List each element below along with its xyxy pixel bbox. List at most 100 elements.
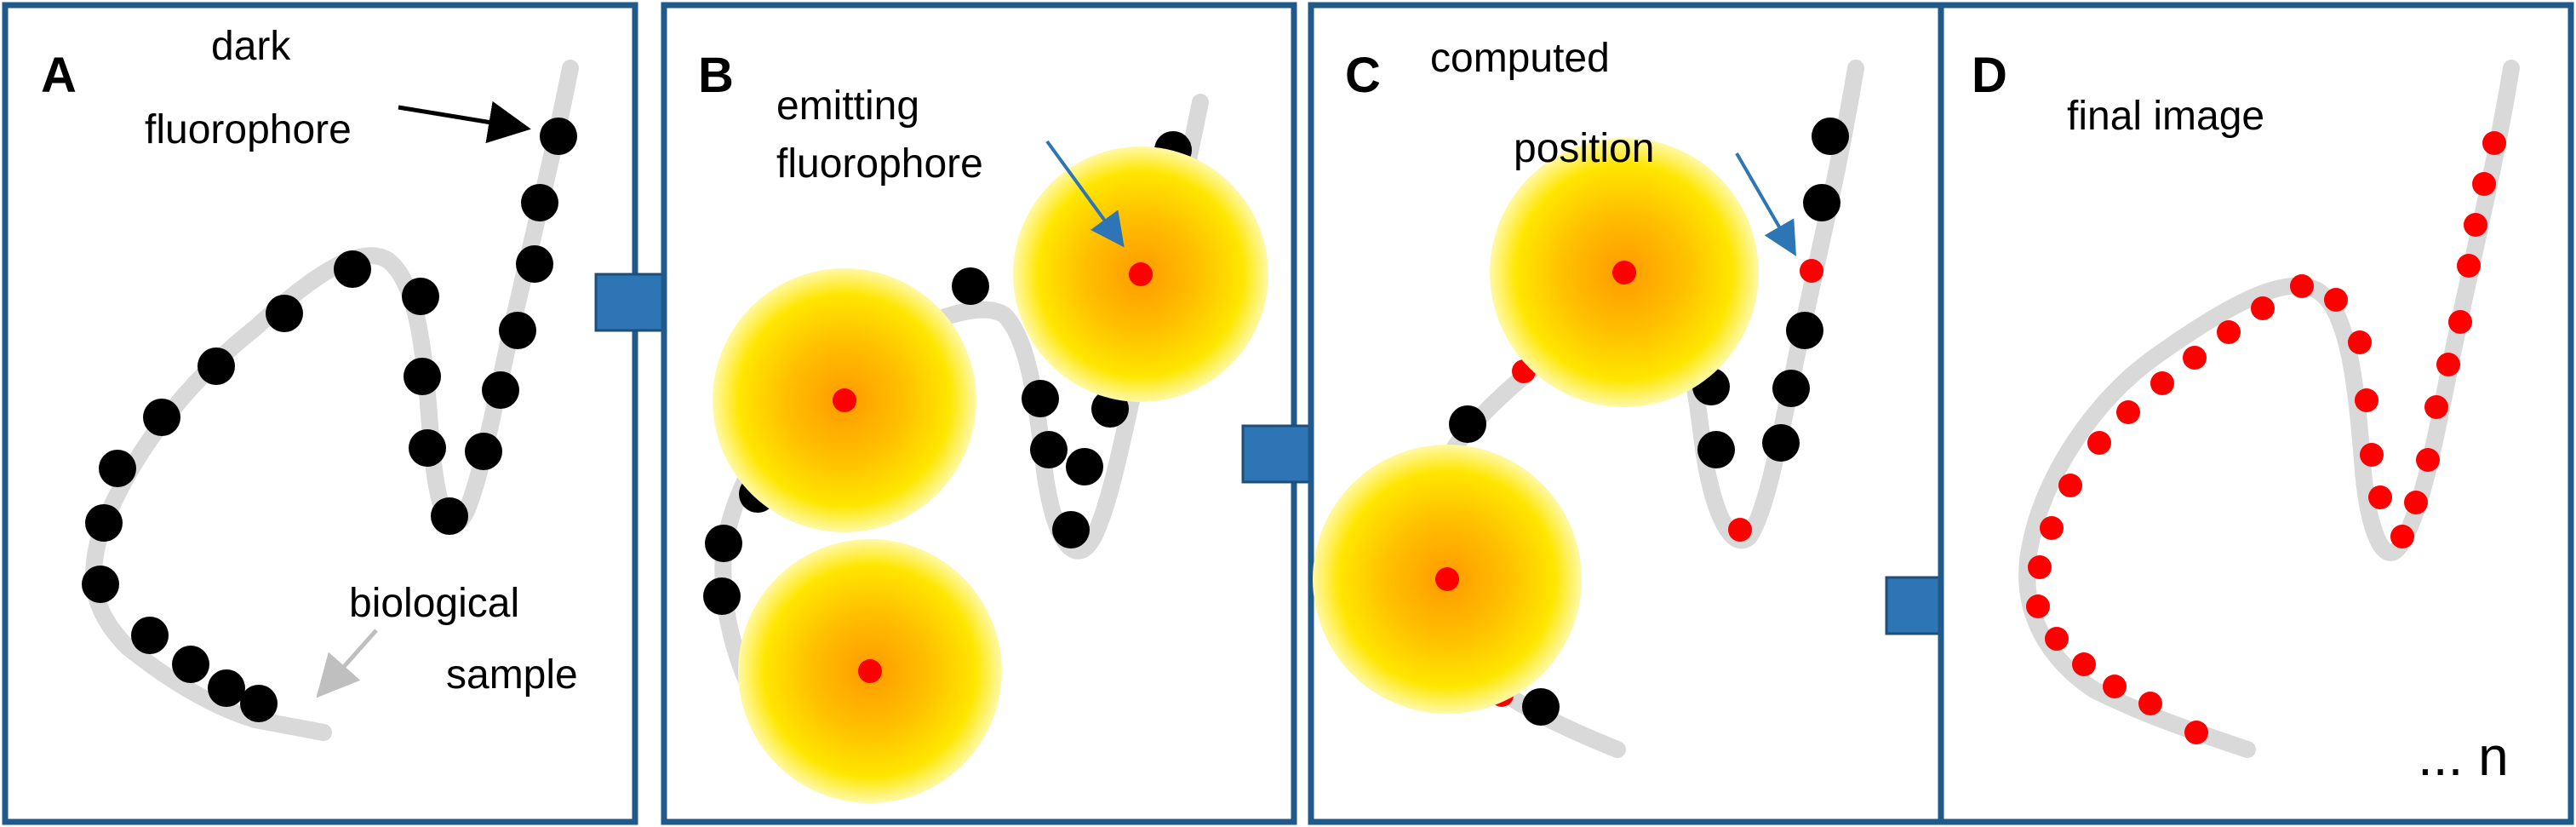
emitting-fluorophore-center [833, 388, 856, 412]
dark-fluorophore [143, 399, 180, 436]
panel-b: B emitting fluorophore [661, 2, 1297, 825]
computed-position [2448, 310, 2472, 334]
dark-fluorophore [1812, 118, 1849, 155]
computed-position [2324, 288, 2348, 312]
dark-fluorophore [409, 429, 446, 467]
annotation-position: position [1514, 126, 1654, 171]
computed-position [2390, 525, 2414, 548]
computed-position [2217, 320, 2241, 344]
dark-fluorophore [482, 371, 519, 409]
emitting-fluorophore-center [858, 659, 882, 683]
dark-fluorophore [172, 646, 209, 683]
computed-position [1728, 518, 1752, 542]
dark-fluorophore [1052, 511, 1090, 548]
emitting-fluorophore-glow [1490, 138, 1759, 407]
dark-fluorophore [334, 250, 371, 288]
dark-fluorophore [402, 278, 439, 315]
biological-sample-curve [2018, 60, 2520, 758]
computed-position [2138, 692, 2162, 715]
computed-position [2404, 491, 2428, 514]
dark-fluorophore [99, 450, 136, 487]
dark-fluorophore [1803, 184, 1840, 221]
dark-fluorophore [952, 267, 989, 305]
annotation-fluorophore: fluorophore [145, 107, 352, 152]
emitting-fluorophore-center [1612, 261, 1636, 284]
dark-fluorophore [521, 184, 558, 221]
annotation-computed: computed [1430, 36, 1610, 81]
emitting-fluorophore-glow [1013, 146, 1268, 402]
computed-position [2150, 371, 2174, 395]
computed-position [2436, 353, 2460, 376]
computed-position [2087, 431, 2111, 455]
computed-position [2072, 652, 2096, 676]
dark-fluorophore [131, 617, 169, 654]
dark-fluorophore [516, 245, 553, 283]
annotation-sample: sample [446, 652, 578, 698]
annotation-ellipsis-n: ... n [2418, 726, 2509, 787]
panel-a-letter: A [41, 48, 77, 103]
dark-fluorophore [465, 433, 502, 470]
panel-a: A dark fluorophore biological sample [2, 2, 638, 825]
dark-fluorophore [1697, 431, 1735, 468]
computed-position [2184, 721, 2208, 744]
panel-c-letter: C [1345, 48, 1381, 103]
dark-fluorophore [1030, 431, 1068, 468]
dark-fluorophore [1449, 405, 1486, 443]
dark-fluorophore [82, 566, 119, 603]
dark-fluorophore [266, 295, 303, 332]
computed-position [2251, 296, 2275, 320]
dark-fluorophore [1772, 370, 1810, 407]
panel-b-letter: B [698, 48, 734, 103]
annotation-final-image: final image [2067, 94, 2264, 139]
panel-d-letter: D [1972, 48, 2007, 103]
annotation-dark: dark [211, 24, 291, 69]
dark-fluorophore [208, 669, 245, 707]
emitting-fluorophore-glow [738, 539, 1002, 803]
computed-position [1800, 259, 1823, 283]
emitting-fluorophore-center [1435, 567, 1459, 591]
computed-position [2103, 675, 2127, 698]
dark-fluorophore [85, 504, 123, 542]
computed-position [2045, 627, 2069, 651]
annotation-fluorophore: fluorophore [776, 141, 983, 187]
dark-fluorophore [1022, 380, 1059, 417]
computed-position [2040, 516, 2064, 540]
computed-positions-d [2026, 131, 2506, 744]
computed-position [2058, 474, 2082, 497]
dark-fluorophore [197, 347, 235, 385]
computed-position [2360, 443, 2384, 467]
dark-fluorophore [1786, 312, 1823, 349]
dark-fluorophore [499, 312, 536, 349]
dark-fluorophores-a [82, 118, 577, 722]
panel-d-frame [1938, 2, 2574, 825]
dark-fluorophore-pointer [398, 101, 531, 144]
dark-fluorophore [240, 685, 278, 722]
computed-position [2482, 131, 2506, 155]
emitting-fluorophore-glow [1313, 445, 1582, 714]
emitting-fluorophore-center [1129, 262, 1153, 286]
dark-fluorophores-c [1449, 118, 1849, 726]
computed-position [2028, 555, 2052, 579]
dark-fluorophore [1066, 448, 1103, 485]
computed-position [2464, 213, 2487, 237]
dark-fluorophore [431, 497, 468, 535]
dark-fluorophore [404, 358, 441, 395]
biological-sample-pointer [316, 629, 378, 698]
computed-position [2348, 330, 2372, 354]
panel-c: C computed position [1308, 2, 1944, 825]
computed-position-pointer [1735, 152, 1797, 256]
computed-position [2355, 388, 2379, 412]
computed-position [2026, 594, 2050, 618]
dark-fluorophore [705, 525, 742, 562]
computed-position [2183, 346, 2207, 370]
biological-sample-curve [85, 60, 579, 741]
dark-fluorophore [1762, 424, 1800, 462]
computed-position [2368, 485, 2392, 509]
computed-position [2457, 254, 2481, 278]
annotation-emitting: emitting [776, 83, 919, 129]
dark-fluorophore [540, 118, 577, 155]
annotation-biological: biological [349, 581, 519, 626]
panel-d: D final image ... n [1938, 2, 2574, 825]
computed-position [2116, 400, 2140, 424]
